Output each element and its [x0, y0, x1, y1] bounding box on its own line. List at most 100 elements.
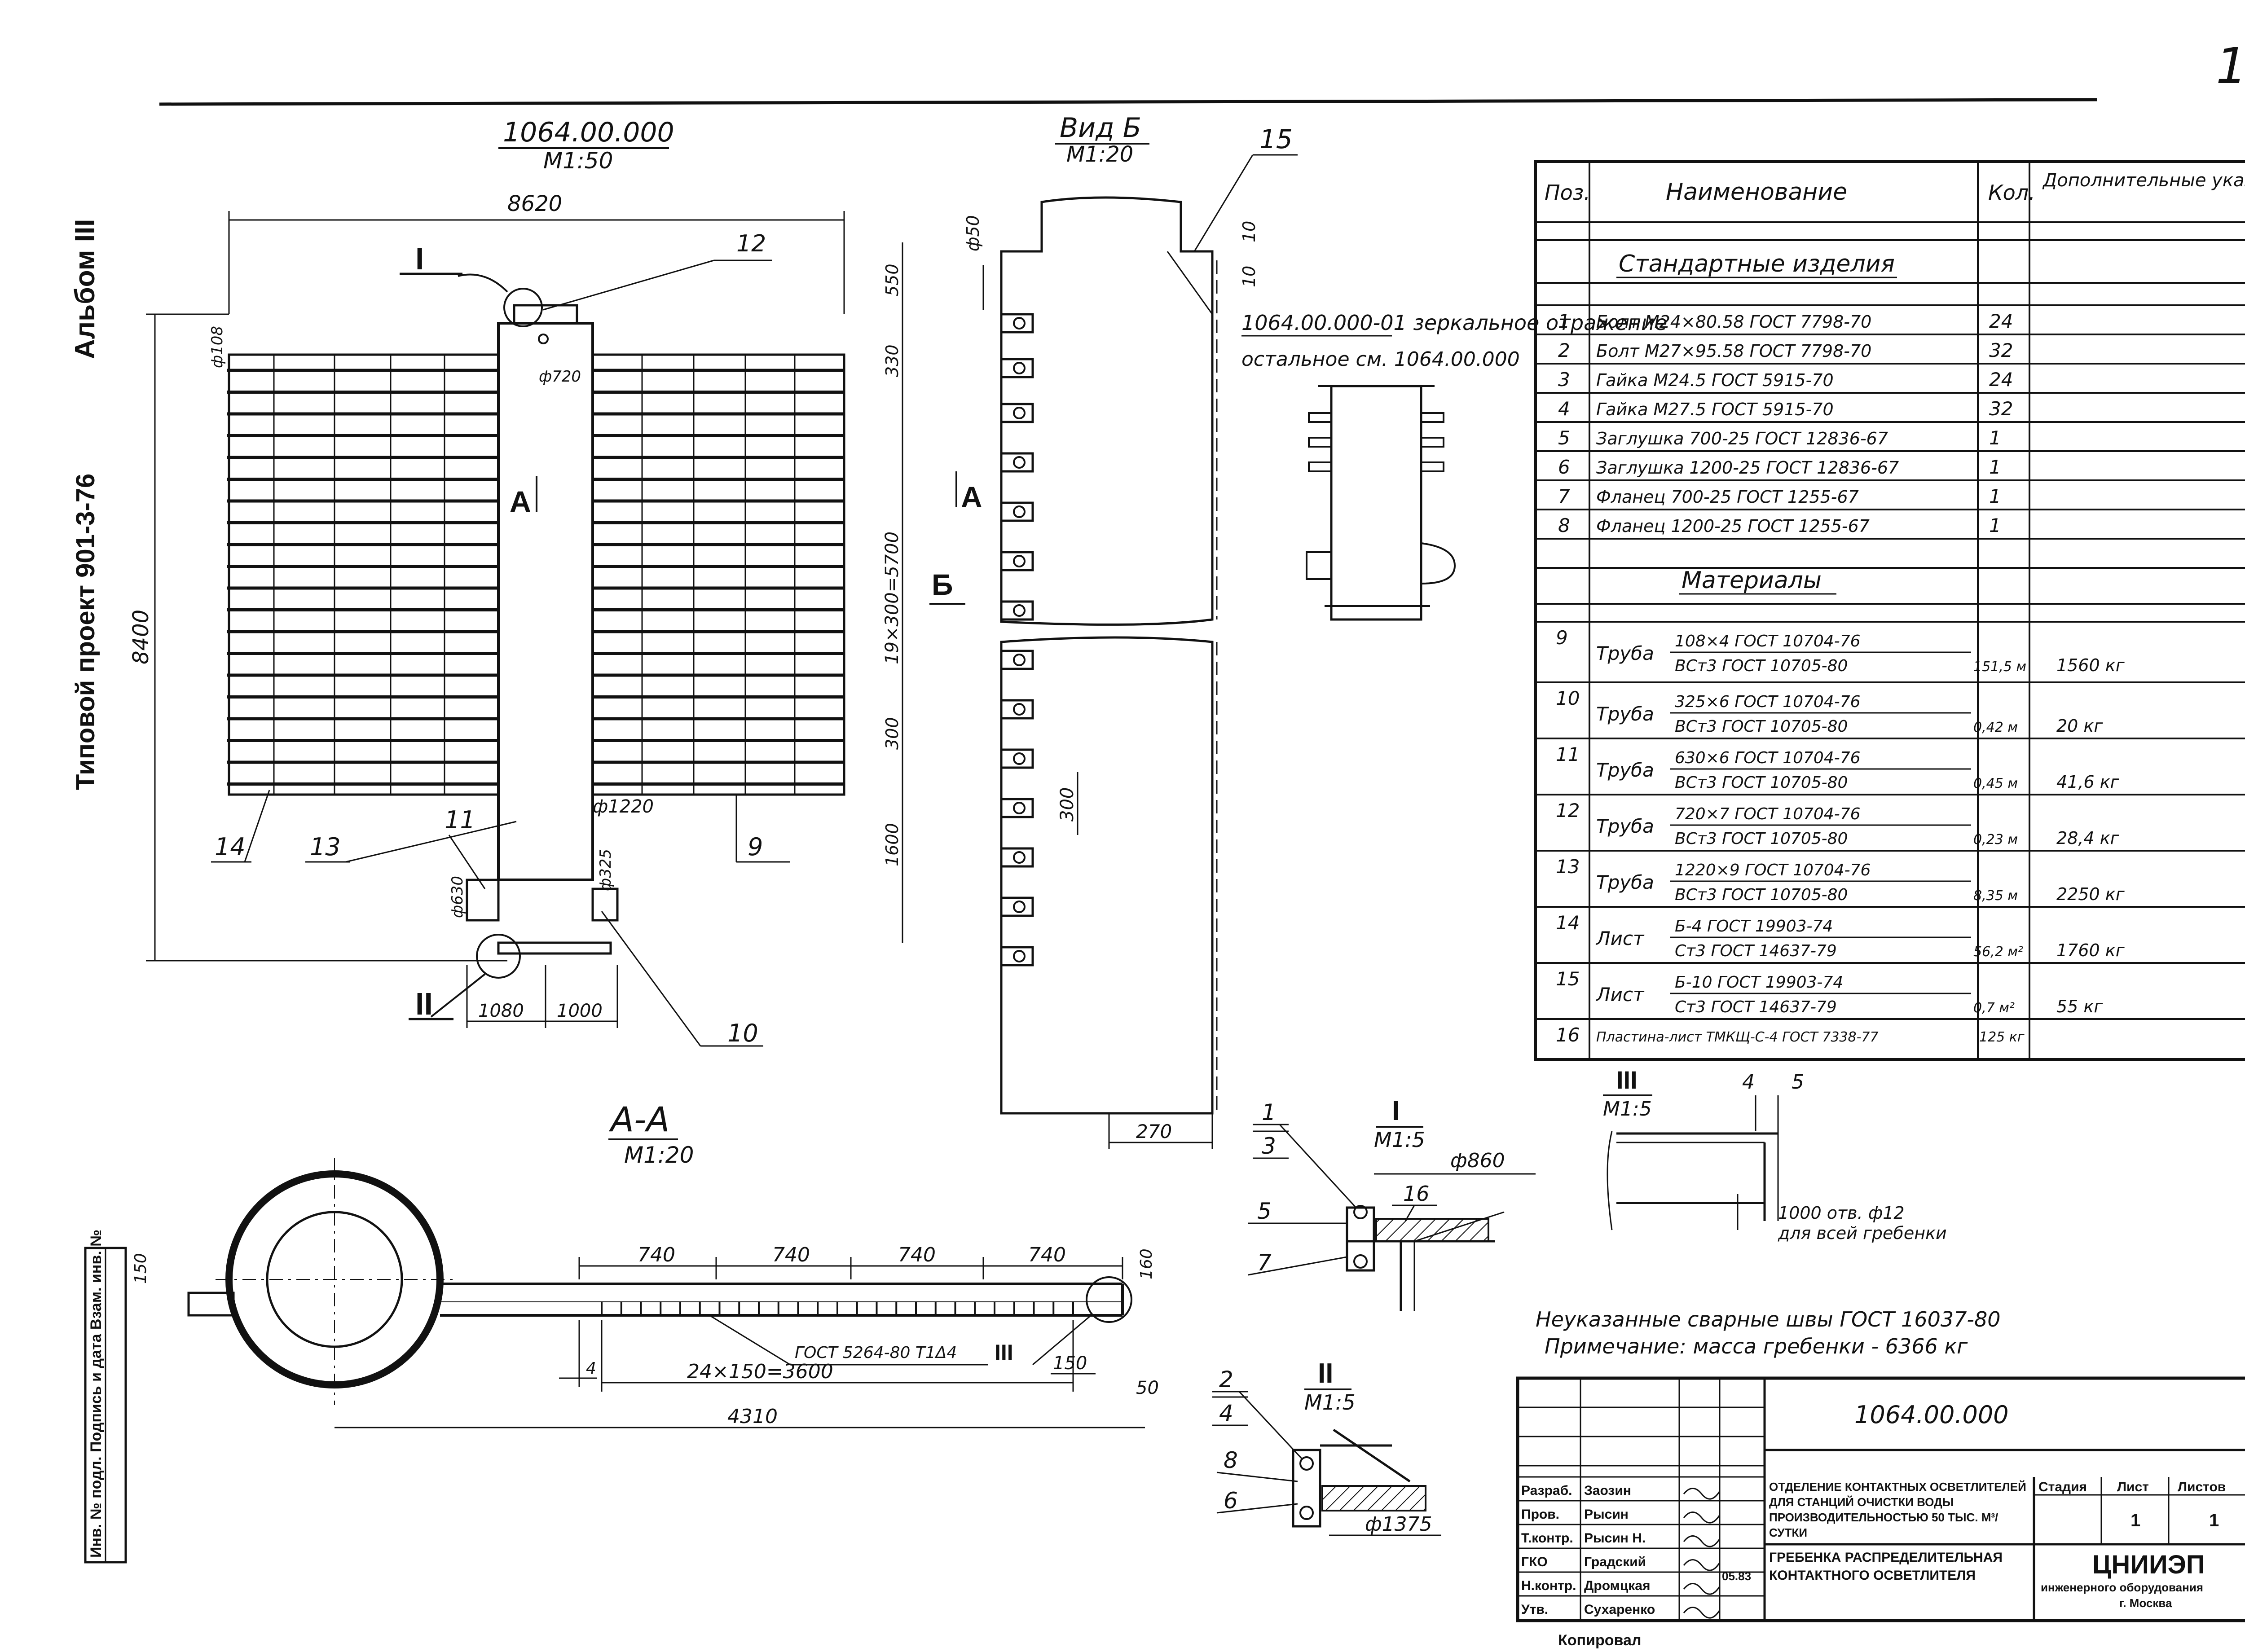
spec-mat-name: Труба — [1596, 703, 1654, 725]
view-b-stub — [1000, 551, 1034, 571]
view-b-dim-bottom: 270 — [1136, 1120, 1172, 1142]
side-branch-325 — [591, 888, 619, 922]
tb-sheet-header: Лист — [2117, 1480, 2149, 1494]
view-b-stub-hole — [1013, 505, 1026, 518]
tb-role: ГКО — [1521, 1555, 1548, 1569]
tb-signature — [1683, 1583, 1721, 1595]
detail-i-callout-3: 3 — [1262, 1133, 1276, 1159]
spec-mat-qty: 0,7 м² — [1973, 1000, 2015, 1016]
aa-dim-end: 50 — [1136, 1378, 1159, 1398]
aa-dim-overall: 24×150=3600 — [687, 1360, 833, 1383]
spec-std-pos: 4 — [1558, 398, 1570, 420]
dim-total-width: 8620 — [507, 191, 562, 216]
view-b-stub — [1000, 946, 1034, 967]
tb-title-bottom: Гребенка распределительная контактного о… — [1769, 1550, 2003, 1583]
view-b-stub-hole — [1013, 317, 1026, 330]
spec-std-name: Заглушка 1200-25 ГОСТ 12836-67 — [1596, 458, 1899, 478]
spec-std-name: Гайка М27.5 ГОСТ 5915-70 — [1596, 400, 1834, 419]
spec-std-name: Болт М24×80.58 ГОСТ 7798-70 — [1596, 312, 1871, 332]
detail-ii-title: II — [1318, 1358, 1333, 1389]
tb-code: 1064.00.000 — [1854, 1401, 2009, 1429]
detail-ii-diameter: ф1375 — [1365, 1513, 1432, 1536]
spec-mat-top: 720×7 ГОСТ 10704-76 — [1675, 805, 1861, 823]
section-mark-a2: А — [961, 480, 982, 514]
view-b-callout: 15 — [1259, 124, 1293, 154]
aa-dim-total: 4310 — [727, 1405, 778, 1428]
side-branch-630 — [466, 879, 500, 922]
detail-i-title: I — [1392, 1095, 1400, 1126]
section-aa-scale: М1:20 — [624, 1142, 694, 1168]
album-label: Альбом III — [70, 219, 101, 359]
detail-ii-scale: М1:5 — [1304, 1390, 1356, 1415]
mirror-stub-right — [1420, 412, 1444, 423]
dim-bottom-gap: 300 — [882, 717, 902, 750]
spec-mat-top: Б-4 ГОСТ 19903-74 — [1675, 917, 1833, 936]
spec-mat-name: Труба — [1596, 871, 1654, 893]
mirror-stub-left — [1308, 412, 1332, 423]
tb-name: Градский — [1584, 1555, 1646, 1569]
spec-section-materials: Материалы — [1682, 567, 1822, 594]
section-aa-title: А-А — [608, 1099, 669, 1139]
view-b-stub — [1000, 650, 1034, 670]
view-b-stub — [1000, 748, 1034, 769]
callout-12: 12 — [736, 230, 766, 257]
view-b-stub-hole — [1013, 851, 1026, 864]
aa-spacing-2: 740 — [772, 1243, 810, 1266]
dim-pitch: 19×300=5700 — [882, 532, 902, 664]
spec-mat-note: 1760 кг — [2056, 940, 2125, 960]
approval-stamp-text: Инв. № подл. Подпись и дата Взам. инв. № — [88, 1230, 105, 1558]
spec-mat-bottom: ВСт3 ГОСТ 10705-80 — [1675, 886, 1848, 904]
tb-stage-header: Стадия — [2038, 1480, 2087, 1494]
aa-weld-note: ГОСТ 5264-80 Т1Δ4 — [795, 1344, 957, 1362]
detail-iii-note-line2: для всей гребенки — [1778, 1223, 1947, 1243]
view-b-stub — [1000, 847, 1034, 868]
detail-ii-callout-6: 6 — [1224, 1488, 1238, 1514]
spec-mat-name: Труба — [1596, 759, 1654, 781]
dim-top-gap: 330 — [882, 344, 902, 377]
spec-header-name: Наименование — [1666, 179, 1847, 206]
view-b-stub — [1000, 403, 1034, 423]
note-mass: Примечание: масса гребенки - 6366 кг — [1545, 1334, 1968, 1358]
spec-table: Поз. Наименование Кол. Дополнительные ук… — [1534, 160, 2245, 1061]
spec-std-name: Болт М27×95.58 ГОСТ 7798-70 — [1596, 341, 1871, 361]
detail-i-scale: М1:5 — [1374, 1128, 1425, 1152]
aa-dim-left: 150 — [132, 1253, 150, 1284]
spec-mat-note: 2250 кг — [2056, 884, 2125, 904]
tb-role: Пров. — [1521, 1507, 1559, 1522]
tb-signature — [1683, 1488, 1721, 1500]
spec-std-qty: 32 — [1989, 339, 2013, 361]
tb-org-sub: инженерного оборудования — [2041, 1581, 2203, 1594]
mirror-note-line1: 1064.00.000-01 зеркальное отражение — [1241, 311, 1667, 335]
detail-ii: II М1:5 ф1375 2 4 8 6 — [1212, 1358, 1441, 1536]
aa-spacing-3: 740 — [898, 1243, 936, 1266]
view-b-stub-hole — [1013, 362, 1026, 374]
tb-signature — [1683, 1511, 1721, 1524]
spec-mat-note: 41,6 кг — [2056, 772, 2120, 792]
tb-org-city: г. Москва — [2119, 1596, 2172, 1610]
detail-i-callout-16: 16 — [1403, 1182, 1430, 1206]
view-b-stub — [1000, 313, 1034, 334]
spec-header-qty: Кол. — [1988, 180, 2035, 205]
section-mark-a: А — [510, 485, 531, 518]
view-b-stub-hole — [1013, 703, 1026, 716]
spec-std-pos: 6 — [1558, 456, 1570, 478]
dia-collector: ф1220 — [593, 796, 654, 817]
tb-name: Дромцкая — [1584, 1578, 1650, 1593]
spec-std-qty: 1 — [1989, 456, 2001, 478]
spec-mat-top: 108×4 ГОСТ 10704-76 — [1675, 632, 1861, 650]
view-b-stub — [1000, 501, 1034, 522]
view-b-dim-pitch: 300 — [1057, 787, 1078, 822]
callout-I: I — [415, 241, 424, 276]
tb-role: Разраб. — [1521, 1483, 1572, 1498]
detail-iii: III М1:5 4 5 1000 отв. ф12 для всей греб… — [1603, 1066, 1947, 1243]
spec-std-name: Фланец 1200-25 ГОСТ 1255-67 — [1596, 516, 1870, 536]
tb-org: ЦНИИЭП — [2092, 1550, 2205, 1579]
view-b-stub — [1000, 699, 1034, 720]
tb-sheet: 1 — [2131, 1511, 2140, 1530]
view-b-stub-hole — [1013, 407, 1026, 419]
spec-mat-bottom: Ст3 ГОСТ 14637-79 — [1675, 942, 1837, 960]
spec-mat-top: 630×6 ГОСТ 10704-76 — [1675, 749, 1861, 767]
spec-std-qty: 24 — [1989, 369, 2013, 391]
tb-signature — [1683, 1607, 1721, 1619]
spec-std-qty: 1 — [1989, 485, 2001, 507]
